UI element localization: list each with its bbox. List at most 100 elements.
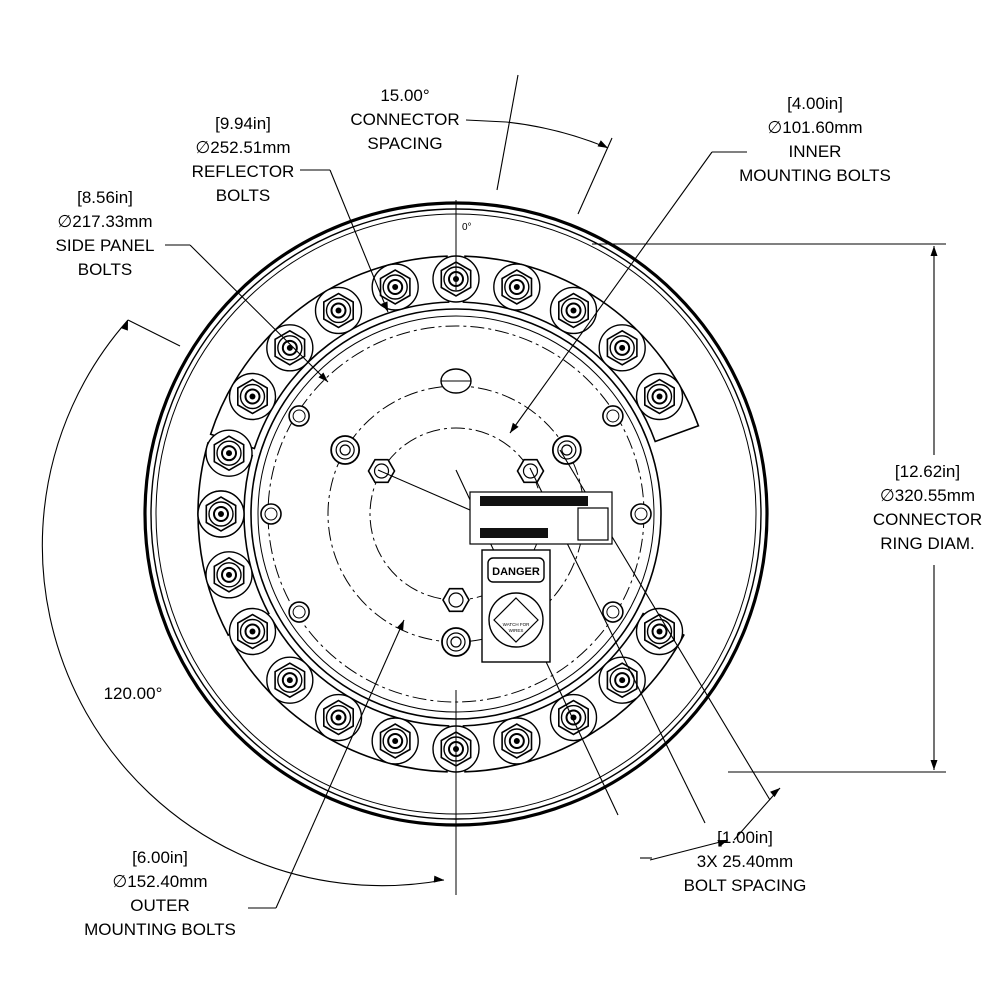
connector-9 [549, 286, 598, 335]
connector-center [656, 393, 663, 400]
outer-mounting-bolt-1 [330, 435, 361, 465]
dimension-lines [41, 74, 946, 909]
outer-bolts-arrow [396, 620, 404, 631]
reflector-bolts-callout: 9.94in 252.51mm REFLECTOR BOLTS [178, 112, 308, 208]
connector-spacing-line2: SPACING [367, 134, 443, 153]
connector-pin [221, 445, 238, 462]
outer-mounting-bolt-3-hole [450, 636, 462, 648]
inner-bolt-centerline [377, 469, 471, 511]
connector-ring-line1: CONNECTOR [872, 510, 983, 529]
outer-mounting-bolt-2 [551, 435, 582, 465]
reflector-bolt-inner-2 [606, 409, 620, 423]
connector-body [216, 562, 242, 588]
reflector-bolts-imperial: 9.94in [215, 112, 271, 136]
connector-2 [205, 429, 253, 477]
connector-pin [281, 672, 298, 689]
outer-angle-extension [127, 319, 181, 347]
reflector-bolt-3 [602, 601, 624, 623]
outer-mounting-bolt-2-hole [561, 444, 573, 456]
spacing-leader [465, 119, 507, 123]
reflector-bolts-line2: BOLTS [215, 186, 271, 205]
bolt-spacing-line1: BOLT SPACING [683, 876, 807, 895]
side-panel-metric: 217.33mm [57, 212, 152, 231]
reflector-bolt-inner-5 [264, 507, 278, 521]
warning-text-2: WIRES [509, 628, 524, 633]
bolt-spacing-callout: 1.00in 3X 25.40mm BOLT SPACING [670, 826, 820, 898]
outer-mounting-bolt-1-inner [335, 440, 355, 460]
connector-body [277, 667, 303, 693]
reflector-bolt-5 [260, 503, 282, 525]
connector-spacing-callout: 15.00° CONNECTOR SPACING [340, 84, 470, 156]
connector-body [208, 501, 234, 527]
inner-bolts-line1: INNER [788, 142, 842, 161]
label-barcode-strip [480, 496, 588, 506]
inner-mounting-bolt-3-hole [448, 592, 464, 608]
connector-pin [614, 339, 631, 356]
spacing-arc [505, 121, 609, 149]
connector-11 [635, 372, 684, 421]
bolt-spacing-leader-1 [649, 839, 729, 861]
connector-pin [221, 566, 238, 583]
connector-spacing-angle: 15.00° [380, 86, 430, 105]
warning-text-1: WATCH FOR [503, 622, 530, 627]
connector-pin [508, 732, 525, 749]
connector-body [325, 297, 352, 324]
inner-mounting-bolts-callout: 4.00in 101.60mm INNER MOUNTING BOLTS [735, 92, 895, 188]
connector-19 [266, 656, 314, 704]
outer-angle-callout: 120.00° [78, 682, 188, 706]
connector-center [392, 737, 399, 744]
connector-pin [565, 302, 582, 319]
spacing-extension-left [496, 74, 519, 191]
connector-center [218, 511, 224, 517]
side-panel-arrow [318, 372, 328, 382]
outer-mounting-bolt-2-inner [557, 440, 577, 460]
connector-17 [371, 717, 419, 765]
connector-pin [213, 506, 229, 522]
inner-bolts-imperial: 4.00in [787, 92, 843, 116]
reflector-bolt-inner-6 [634, 507, 648, 521]
connector-ring-callout: 12.62in 320.55mm CONNECTOR RING DIAM. [860, 460, 995, 556]
connector-body [216, 440, 242, 466]
connector-6 [371, 263, 419, 311]
inner-leader [509, 151, 713, 434]
connector-ring-metric: 320.55mm [880, 486, 975, 505]
connector-8 [493, 263, 541, 311]
label-text-strip [480, 528, 548, 538]
reflector-bolts-metric: 252.51mm [195, 138, 290, 157]
connector-body [382, 274, 408, 300]
outer-bolts-metric: 152.40mm [112, 872, 207, 891]
connector-pin [565, 709, 582, 726]
connector-14 [549, 693, 598, 742]
connector-4 [266, 324, 314, 372]
connector-22 [197, 490, 245, 538]
reflector-bolts-line1: REFLECTOR [191, 162, 295, 181]
connector-center [249, 628, 256, 635]
connector-body [382, 728, 408, 754]
connector-body [504, 274, 530, 300]
inner-mounting-bolt-1-hole [373, 463, 390, 479]
connector-body [504, 728, 530, 754]
outer-bolts-line1: OUTER [130, 896, 190, 915]
ring-arrow-top [930, 246, 938, 256]
inner-arrow [510, 422, 519, 433]
outer-angle-arrow-top [121, 320, 128, 331]
connector-pin [244, 388, 261, 405]
connector-5 [314, 286, 363, 335]
info-label-plate: DANGER WATCH FOR WIRES 0° [462, 222, 613, 663]
reflector-bolt-inner-3 [606, 605, 620, 619]
connector-spacing-line1: CONNECTOR [350, 110, 460, 129]
connector-center [570, 307, 577, 314]
connector-pin [387, 279, 404, 296]
connector-21 [205, 551, 253, 599]
connector-ring-device [143, 201, 769, 827]
spacing-arrow [597, 140, 608, 148]
outer-angle-arc [41, 319, 445, 887]
connector-center [226, 450, 233, 457]
connector-body [277, 335, 303, 361]
reflector-arrow [381, 301, 388, 312]
warning-diamond-icon [493, 597, 539, 643]
connector-body [560, 704, 587, 731]
connector-center [335, 307, 342, 314]
outer-mounting-bolts-callout: 6.00in 152.40mm OUTER MOUNTING BOLTS [70, 846, 250, 942]
outer-mounting-bolt-3 [441, 627, 471, 657]
